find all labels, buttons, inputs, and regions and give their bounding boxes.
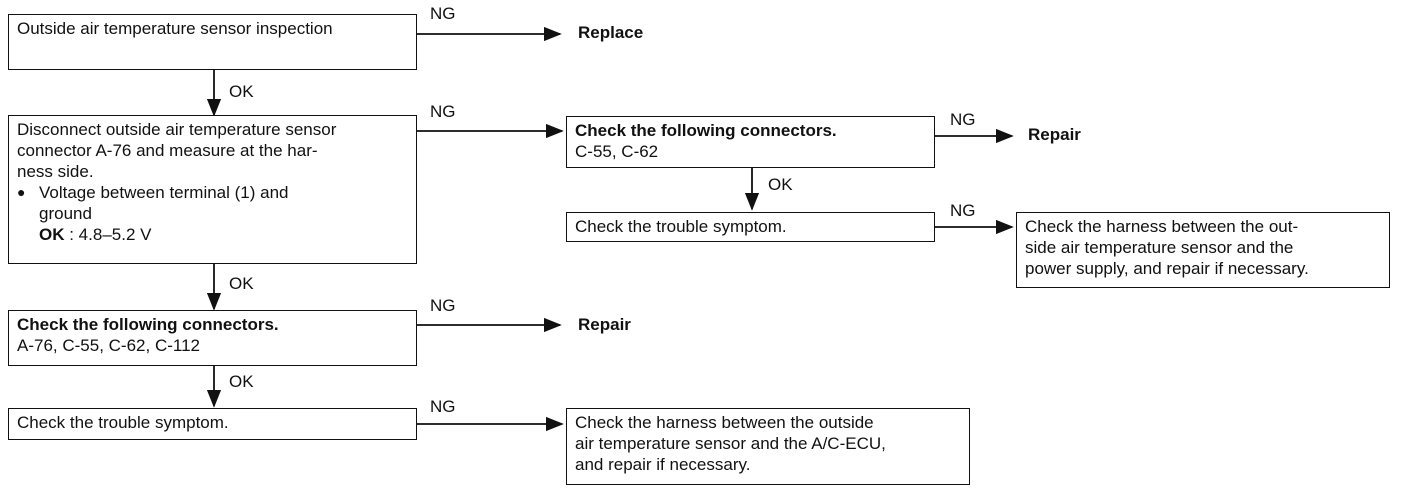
step3-box: Check the following connectors. A-76, C-…: [8, 310, 417, 366]
step2-ok-value: : 4.8–5.2 V: [69, 225, 152, 244]
step2-ok-key: OK: [39, 225, 65, 244]
step2-ok-label: OK: [229, 274, 254, 293]
branch2-connectors: C-55, C-62: [575, 142, 659, 161]
branch2-harness-line1: Check the harness between the out-: [1025, 217, 1299, 236]
step1-result: Replace: [578, 23, 644, 42]
step3-title: Check the following connectors.: [17, 315, 279, 334]
step2-ng-label: NG: [430, 102, 456, 121]
step1-text: Outside air temperature sensor inspectio…: [17, 19, 333, 38]
step4-ng-label: NG: [430, 397, 456, 416]
step3-ok-label: OK: [229, 372, 254, 391]
step4-harness-line1: Check the harness between the outside: [575, 413, 874, 432]
bullet-icon: ●: [17, 184, 26, 200]
branch2-connectors-box: Check the following connectors. C-55, C-…: [566, 116, 935, 168]
step2-bullet-text: Voltage between terminal (1) and: [39, 183, 289, 202]
branch2-symptom: Check the trouble symptom.: [575, 217, 787, 236]
step1-ok-label: OK: [229, 82, 254, 101]
step2-line2: connector A-76 and measure at the har-: [17, 141, 318, 160]
step2-box: Disconnect outside air temperature senso…: [8, 115, 417, 264]
branch2-harness-line3: power supply, and repair if necessary.: [1025, 259, 1309, 278]
branch2-harness-line2: side air temperature sensor and the: [1025, 238, 1294, 257]
step4-harness-line3: and repair if necessary.: [575, 455, 751, 474]
step2-line1: Disconnect outside air temperature senso…: [17, 120, 337, 139]
step4-box: Check the trouble symptom.: [8, 408, 417, 440]
branch2-result: Repair: [1028, 125, 1081, 144]
step3-connectors: A-76, C-55, C-62, C-112: [17, 336, 200, 355]
step4-harness-line2: air temperature sensor and the A/C-ECU,: [575, 434, 886, 453]
step4-harness-box: Check the harness between the outside ai…: [566, 408, 970, 485]
step3-ng-label: NG: [430, 296, 456, 315]
step1-box: Outside air temperature sensor inspectio…: [8, 14, 417, 70]
branch2-title: Check the following connectors.: [575, 121, 837, 140]
step4-text: Check the trouble symptom.: [17, 413, 229, 432]
step2-line3: ness side.: [17, 162, 94, 181]
step2-bullet: ● Voltage between terminal (1) and: [17, 182, 408, 203]
branch2-symptom-ng-label: NG: [950, 201, 976, 220]
branch2-ok-label: OK: [768, 175, 793, 194]
step3-result: Repair: [578, 315, 631, 334]
step2-ok-row: OK : 4.8–5.2 V: [17, 224, 408, 245]
step1-ng-label: NG: [430, 4, 456, 23]
branch2-ng-label: NG: [950, 110, 976, 129]
branch2-harness-box: Check the harness between the out- side …: [1016, 212, 1390, 288]
step2-bullet2: ground: [39, 204, 92, 223]
branch2-symptom-box: Check the trouble symptom.: [566, 212, 935, 242]
